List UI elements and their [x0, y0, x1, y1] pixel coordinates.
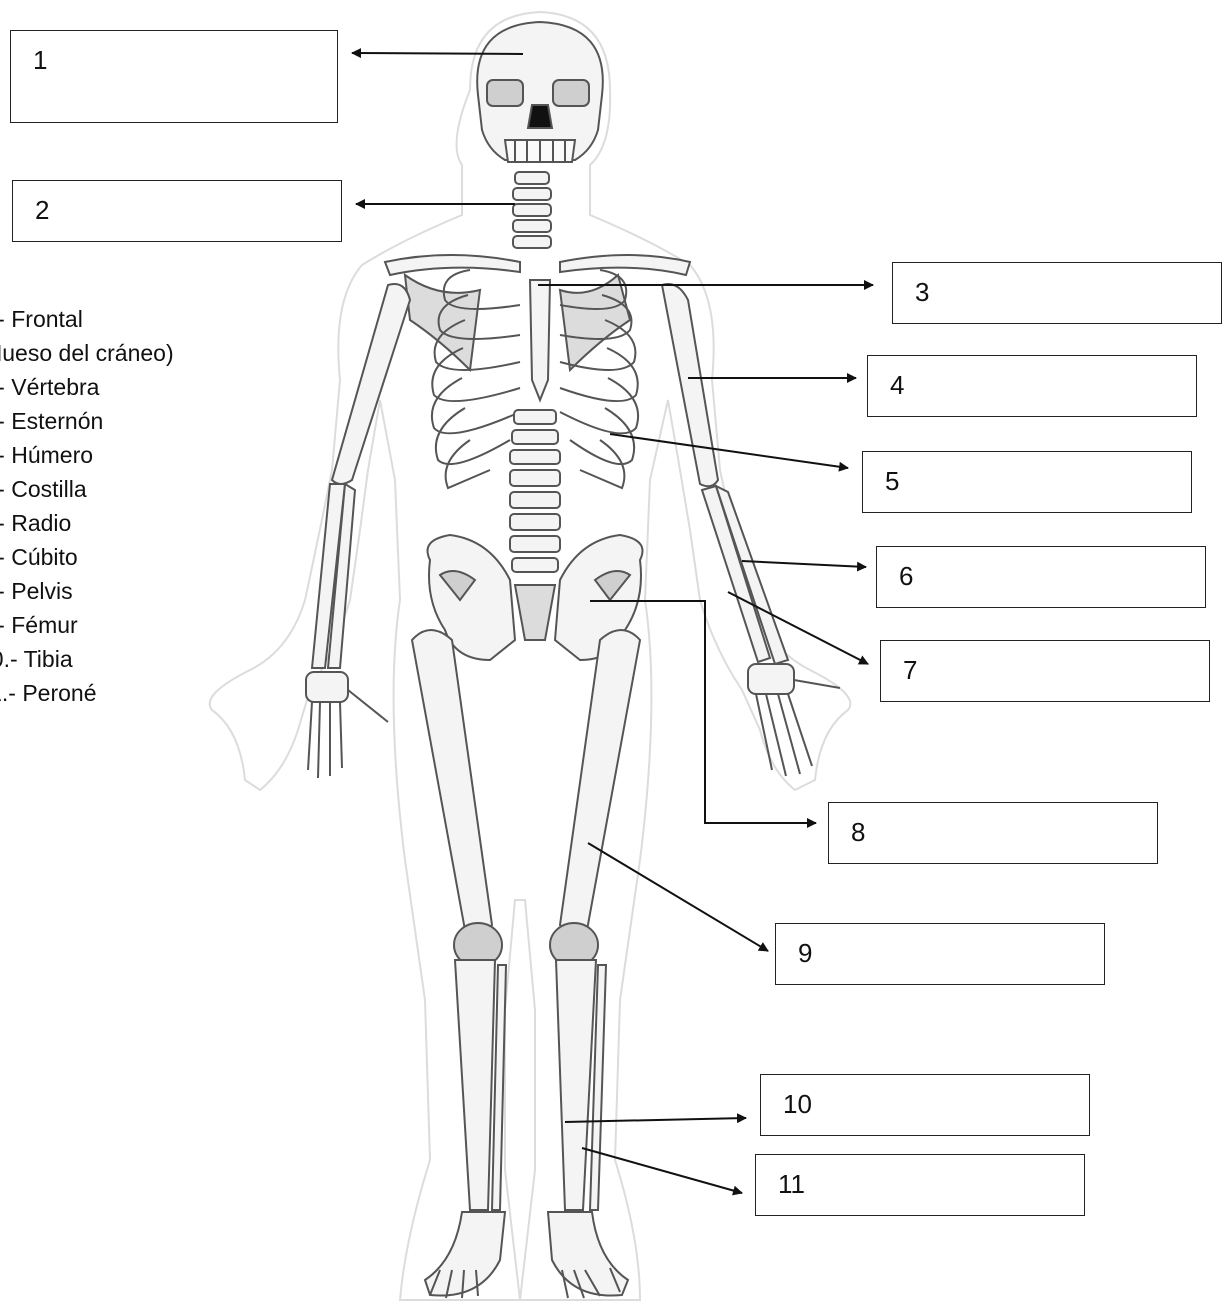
- label-number: 4: [890, 370, 904, 401]
- bone-legend: 1.- Frontal (Hueso del cráneo) 2.- Vérte…: [0, 302, 174, 710]
- legend-item: 11.- Peroné: [0, 676, 174, 710]
- legend-item: 4.- Húmero: [0, 438, 174, 472]
- label-box-6[interactable]: 6: [876, 546, 1206, 608]
- legend-item: (Hueso del cráneo): [0, 336, 174, 370]
- legend-item: 9.- Fémur: [0, 608, 174, 642]
- label-number: 3: [915, 277, 929, 308]
- label-number: 9: [798, 938, 812, 969]
- label-number: 10: [783, 1089, 812, 1120]
- label-box-9[interactable]: 9: [775, 923, 1105, 985]
- spine: [510, 410, 560, 572]
- legend-item: 8.- Pelvis: [0, 574, 174, 608]
- label-box-7[interactable]: 7: [880, 640, 1210, 702]
- hand-bones: [306, 664, 840, 778]
- foot-bones: [425, 1212, 628, 1298]
- label-box-10[interactable]: 10: [760, 1074, 1090, 1136]
- legend-item: 5.- Costilla: [0, 472, 174, 506]
- legend-item: 10.- Tibia: [0, 642, 174, 676]
- label-number: 6: [899, 561, 913, 592]
- arrow-11: [582, 1148, 742, 1193]
- arrow-9: [588, 843, 768, 951]
- legend-item: 2.- Vértebra: [0, 370, 174, 404]
- skull: [477, 22, 603, 162]
- legend-item: 1.- Frontal: [0, 302, 174, 336]
- label-box-1[interactable]: 1: [10, 30, 338, 123]
- label-box-5[interactable]: 5: [862, 451, 1192, 513]
- label-number: 11: [778, 1169, 805, 1200]
- label-number: 2: [35, 195, 49, 226]
- label-box-4[interactable]: 4: [867, 355, 1197, 417]
- label-box-2[interactable]: 2: [12, 180, 342, 242]
- arrow-6: [742, 561, 866, 567]
- label-box-8[interactable]: 8: [828, 802, 1158, 864]
- cervical-vertebrae: [513, 172, 551, 248]
- label-box-11[interactable]: 11: [755, 1154, 1085, 1216]
- legend-item: 6.- Radio: [0, 506, 174, 540]
- label-number: 1: [33, 45, 47, 76]
- label-number: 8: [851, 817, 865, 848]
- label-number: 5: [885, 466, 899, 497]
- legend-item: 3.- Esternón: [0, 404, 174, 438]
- sternum: [530, 280, 550, 400]
- legend-item: 7.- Cúbito: [0, 540, 174, 574]
- label-box-3[interactable]: 3: [892, 262, 1222, 324]
- arrow-5: [610, 434, 848, 468]
- arrow-1: [352, 53, 523, 54]
- label-number: 7: [903, 655, 917, 686]
